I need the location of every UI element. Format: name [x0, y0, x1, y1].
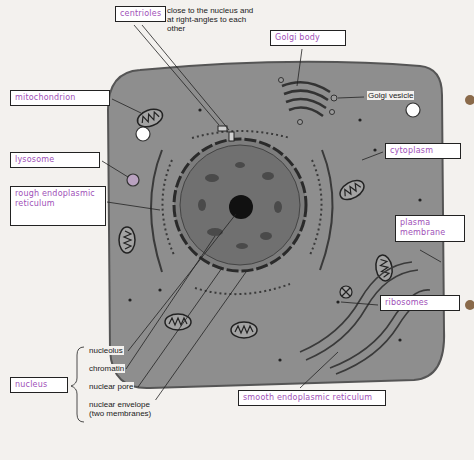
- label-box: nucleus: [10, 377, 68, 393]
- label-box: ribosomes: [380, 295, 460, 311]
- golgi-stack: [282, 82, 330, 116]
- mitochondrion-symbol: [119, 227, 135, 253]
- golgi-vesicles: [279, 78, 338, 125]
- printed-label: close to the nucleus and at right-angles…: [166, 6, 256, 34]
- label-box: centrioles: [115, 6, 166, 22]
- vesicle: [136, 127, 150, 141]
- handwritten-label: smooth endoplasmic reticulum: [243, 393, 381, 403]
- label-box: cytoplasm: [385, 143, 461, 159]
- centriole-symbol: [218, 126, 227, 131]
- handwritten-label: Golgi body: [275, 33, 341, 43]
- label-box: plasma membrane: [395, 215, 465, 242]
- punch-hole: [465, 95, 474, 105]
- handwritten-label: centrioles: [120, 9, 161, 19]
- leader-lines: [71, 25, 441, 422]
- chromatin-blobs: [198, 162, 282, 249]
- handwritten-label: mitochondrion: [15, 93, 105, 103]
- label-box: Golgi body: [270, 30, 346, 46]
- label-box: mitochondrion: [10, 90, 110, 106]
- label-box: rough endoplasmic reticulum: [10, 186, 106, 226]
- mitochondrion-symbol: [231, 322, 257, 338]
- nuclear-envelope: [174, 139, 306, 271]
- punch-hole: [465, 300, 474, 310]
- handwritten-label: nucleus: [15, 380, 63, 390]
- handwritten-label: cytoplasm: [390, 146, 456, 156]
- printed-label: nuclear envelope (two membranes): [88, 400, 158, 418]
- printed-label: Golgi vesicle: [367, 91, 414, 100]
- handwritten-label: lysosome: [15, 155, 95, 165]
- handwritten-label: ribosomes: [385, 298, 455, 308]
- cell-outline: [108, 62, 444, 388]
- nucleus-body: [180, 145, 300, 265]
- mitochondrion-symbol: [165, 314, 191, 330]
- label-box: lysosome: [10, 152, 100, 168]
- handwritten-label: rough endoplasmic reticulum: [15, 189, 101, 210]
- lysosome-symbol: [127, 174, 139, 186]
- smooth-er: [300, 262, 434, 374]
- vesicle: [406, 103, 420, 117]
- label-box: smooth endoplasmic reticulum: [238, 390, 386, 406]
- organelle: [340, 286, 352, 298]
- printed-label: nuclear pore: [88, 382, 134, 391]
- centriole-symbol: [229, 132, 234, 141]
- ribosome-dots: [128, 108, 421, 361]
- mitochondrion-symbol: [337, 177, 368, 204]
- printed-label: nucleolus: [88, 346, 124, 355]
- nucleolus-dot: [229, 195, 253, 219]
- handwritten-label: plasma membrane: [400, 218, 460, 239]
- rough-er: [151, 131, 333, 294]
- printed-label: chromatin: [88, 364, 125, 373]
- mitochondrion-symbol: [135, 106, 165, 130]
